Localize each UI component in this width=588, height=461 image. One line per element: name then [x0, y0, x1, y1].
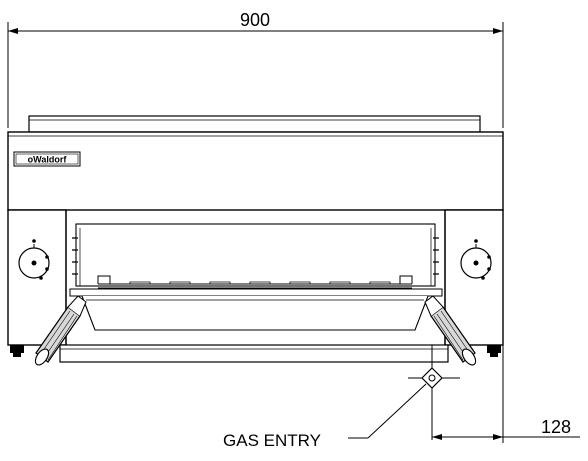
gas-entry-dimension-value: 128	[541, 417, 571, 437]
gas-entry-label: GAS ENTRY	[223, 431, 321, 450]
brand-badge: oWaldorf	[13, 151, 81, 167]
brand-logo-text: oWaldorf	[28, 155, 68, 165]
top-splash-plate	[28, 115, 481, 133]
width-dimension-value: 900	[240, 10, 270, 30]
grill-rack	[97, 275, 413, 289]
handle-right	[424, 295, 477, 366]
control-knob-right	[460, 239, 492, 280]
drip-tray	[59, 344, 449, 363]
handle-left	[34, 295, 87, 366]
appliance-body	[7, 131, 504, 346]
gas-entry-dimension	[432, 345, 580, 443]
grill-tray	[69, 288, 443, 331]
interior-cavity	[72, 223, 439, 287]
control-knob-left	[18, 239, 50, 280]
width-dimension	[7, 22, 504, 128]
gas-entry-symbol	[408, 345, 460, 440]
gas-entry-leader	[348, 383, 427, 439]
feet	[10, 345, 501, 357]
